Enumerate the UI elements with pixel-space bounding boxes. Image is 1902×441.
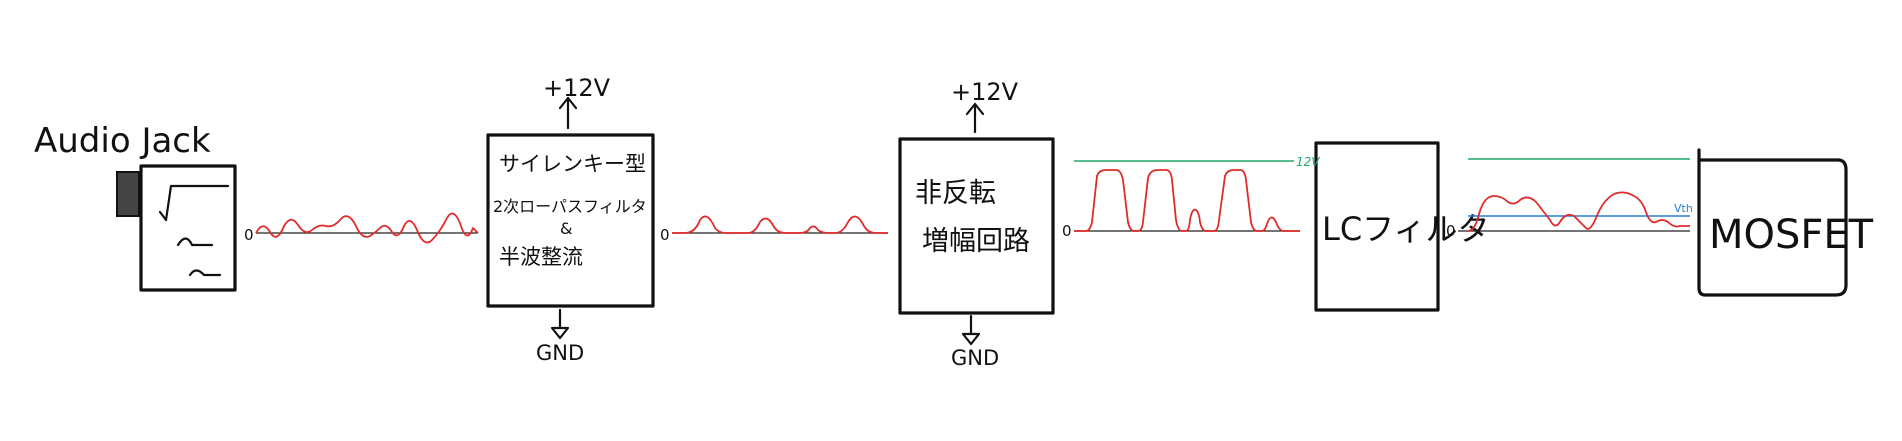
filter-line-3: & — [560, 219, 572, 238]
amplifier-block: +12V 非反転 増幅回路 GND — [898, 78, 1055, 370]
signal-4-waveform — [1467, 191, 1690, 232]
filter-ground-label: GND — [536, 341, 584, 365]
mosfet-box — [1697, 148, 1848, 297]
amp-ground-arrow — [961, 314, 981, 346]
signal-1-waveform — [255, 212, 479, 244]
filter-ground-arrow — [550, 308, 570, 340]
amp-ground-label: GND — [951, 346, 999, 370]
mosfet-label: MOSFET — [1709, 212, 1874, 258]
filter-line-1: サイレンキー型 — [499, 152, 646, 176]
mosfet-block: MOSFET — [1697, 148, 1874, 297]
signal-audio-input: 0 — [244, 212, 479, 244]
filter-line-2: 2次ローパスフィルタ — [493, 197, 647, 216]
filter-line-4: 半波整流 — [499, 245, 583, 269]
audio-jack-title: Audio Jack — [34, 121, 211, 161]
lc-filter-box — [1314, 141, 1440, 312]
signal-smoothed: 0 Vth — [1446, 158, 1693, 240]
signal-3-12v-label: 12V — [1296, 155, 1320, 169]
amp-line-2: 増幅回路 — [922, 226, 1030, 257]
signal-rectified: 0 — [660, 215, 888, 244]
audio-jack-contacts-icon — [158, 184, 230, 277]
signal-2-zero-label: 0 — [660, 226, 670, 244]
signal-4-zero-label: 0 — [1446, 222, 1456, 240]
signal-3-waveform — [1074, 169, 1300, 232]
amp-power-arrow — [965, 102, 985, 134]
signal-1-zero-label: 0 — [244, 226, 254, 244]
signal-2-waveform — [672, 215, 888, 234]
filter-rectifier-block: +12V サイレンキー型 2次ローパスフィルタ & 半波整流 GND — [486, 74, 655, 365]
audio-jack-plug — [116, 171, 140, 217]
audio-jack-body — [139, 164, 237, 292]
filter-rectifier-box — [486, 133, 655, 308]
signal-amplified: 0 12V — [1062, 155, 1320, 240]
audio-jack: Audio Jack — [34, 121, 237, 292]
lc-filter-block: LCフィルタ — [1314, 141, 1490, 312]
lc-filter-label: LCフィルタ — [1322, 210, 1490, 248]
signal-3-zero-label: 0 — [1062, 222, 1072, 240]
signal-4-vth-label: Vth — [1674, 202, 1693, 215]
filter-power-arrow — [558, 96, 578, 130]
amplifier-box — [898, 137, 1055, 315]
filter-power-label: +12V — [543, 74, 611, 102]
amp-line-1: 非反転 — [915, 178, 996, 209]
amp-power-label: +12V — [951, 78, 1019, 106]
